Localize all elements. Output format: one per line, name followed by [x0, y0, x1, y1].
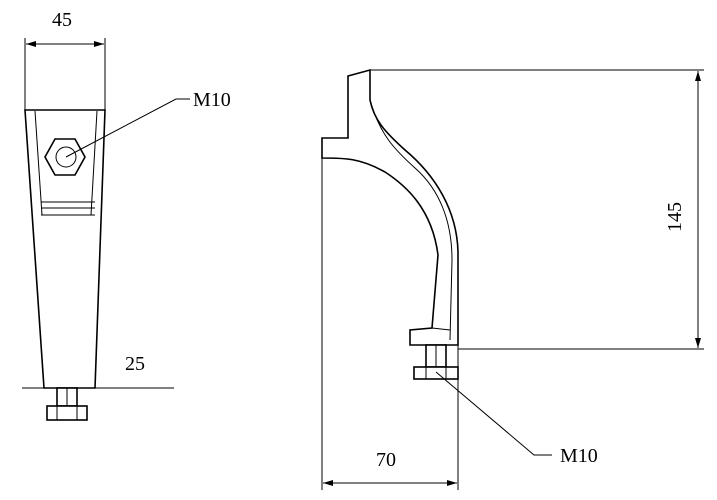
front-inner-right-line: [90, 110, 98, 216]
side-inner-contour: [369, 99, 453, 341]
hex-nut-icon: [44, 138, 86, 176]
side-height-label: 145: [664, 202, 686, 232]
front-view: 45 M10 25: [22, 9, 231, 421]
side-bolt-head: [413, 366, 459, 380]
side-bottom-foot-line: [431, 327, 451, 331]
front-width-label: 45: [52, 9, 72, 31]
side-thread-leader: [435, 371, 552, 456]
side-bolt-head-chamfer: [425, 367, 447, 379]
front-bolt-head: [46, 405, 88, 421]
side-thread-label: M10: [560, 445, 598, 467]
front-body-outline: [24, 109, 106, 389]
front-width-extension: [24, 38, 106, 110]
bolt-hole-icon: [55, 146, 77, 168]
front-thread-leader: [65, 98, 190, 158]
front-bolt-head-chamfer: [56, 406, 78, 420]
side-height-extension: [370, 69, 704, 350]
side-width-extension: [321, 158, 459, 490]
side-width-label: 70: [376, 449, 396, 471]
side-body-outline: [321, 68, 459, 346]
side-view: 145 70 M10: [321, 68, 704, 490]
front-thread-label: M10: [193, 89, 231, 111]
front-inner-left-line: [34, 110, 43, 216]
front-clamp-plate: [41, 201, 95, 216]
front-bottom-label: 25: [125, 353, 145, 375]
